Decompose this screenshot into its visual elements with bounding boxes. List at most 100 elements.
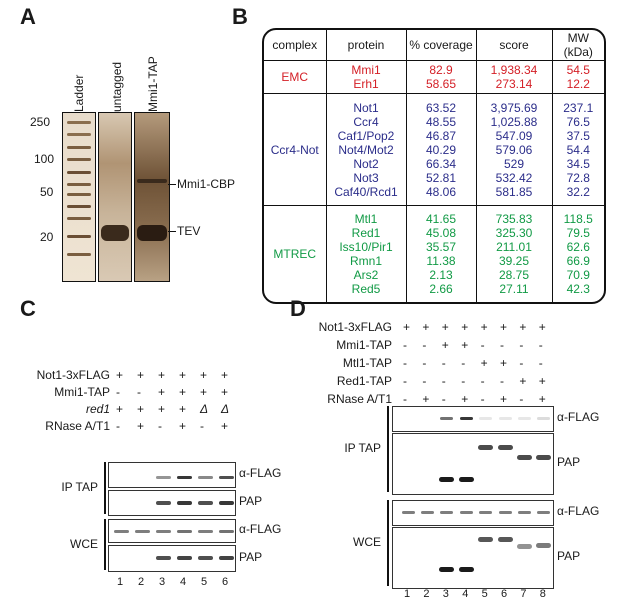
panel-label-b: B bbox=[232, 4, 248, 29]
lane-label-untagged: untagged bbox=[110, 61, 124, 112]
blot-band bbox=[155, 530, 171, 533]
condition-value: - bbox=[137, 385, 141, 399]
condition-value: + bbox=[200, 368, 208, 382]
blot-band bbox=[134, 530, 150, 533]
condition-label: RNase A/T1 bbox=[327, 392, 392, 406]
condition-value: + bbox=[480, 320, 488, 334]
blot-band bbox=[113, 530, 129, 533]
blot-band bbox=[536, 543, 552, 548]
probe-label: α-FLAG bbox=[239, 466, 282, 480]
condition-value: - bbox=[116, 385, 120, 399]
condition-value: + bbox=[422, 320, 430, 334]
condition-value: + bbox=[461, 338, 469, 352]
blot-band bbox=[516, 455, 532, 460]
blot-band bbox=[478, 445, 494, 450]
bracket-wce bbox=[387, 500, 389, 586]
condition-value: + bbox=[519, 320, 527, 334]
blot-band bbox=[537, 511, 551, 514]
blot-band bbox=[176, 556, 192, 560]
blot-panel bbox=[108, 545, 236, 572]
condition-value: - bbox=[403, 356, 407, 370]
blot-band bbox=[218, 476, 234, 479]
blot-band bbox=[155, 501, 171, 505]
condition-value: + bbox=[158, 402, 166, 416]
condition-value: + bbox=[116, 368, 124, 382]
condition-value: - bbox=[480, 374, 485, 388]
blot-band bbox=[439, 477, 455, 482]
blot-band bbox=[155, 556, 171, 560]
lane-number: 2 bbox=[423, 588, 430, 600]
lane-number: 3 bbox=[442, 588, 449, 600]
condition-value: - bbox=[480, 392, 485, 406]
probe-label: PAP bbox=[557, 549, 581, 563]
header-score: score bbox=[475, 30, 552, 61]
gel-untagged-lane bbox=[98, 112, 132, 282]
lane-label-mmi1-tap: Mmi1-TAP bbox=[146, 56, 160, 112]
blot-band bbox=[497, 537, 513, 542]
blot-panel bbox=[392, 527, 554, 589]
condition-value: + bbox=[116, 402, 124, 416]
blot-panel bbox=[108, 490, 236, 516]
probe-label: α-FLAG bbox=[557, 504, 600, 518]
condition-value: - bbox=[422, 356, 427, 370]
blot-band bbox=[218, 501, 234, 505]
lane-number: 1 bbox=[404, 588, 411, 600]
blot-panel bbox=[392, 406, 554, 432]
blot-band bbox=[478, 537, 494, 542]
blot-band bbox=[176, 476, 192, 479]
complex-mtrec: MTREC bbox=[264, 205, 326, 302]
condition-value: + bbox=[500, 320, 508, 334]
section-label-wce: WCE bbox=[353, 535, 381, 549]
marker-20: 20 bbox=[40, 230, 54, 244]
lane-number: 4 bbox=[462, 588, 469, 600]
blot-band bbox=[176, 501, 192, 505]
condition-value: + bbox=[461, 392, 469, 406]
condition-value: + bbox=[158, 368, 166, 382]
condition-value: - bbox=[422, 374, 427, 388]
blot-band bbox=[155, 476, 171, 479]
condition-value: - bbox=[538, 356, 543, 370]
condition-value: + bbox=[221, 385, 229, 399]
marker-50: 50 bbox=[40, 185, 54, 199]
condition-value: + bbox=[179, 402, 187, 416]
condition-value: + bbox=[137, 402, 145, 416]
bracket-wce bbox=[104, 519, 106, 570]
blot-band bbox=[517, 417, 531, 420]
bracket-ip bbox=[387, 406, 389, 492]
blot-band bbox=[401, 511, 415, 514]
blot-band bbox=[498, 511, 512, 514]
condition-value: + bbox=[403, 320, 411, 334]
annotation-tev: TEV bbox=[177, 224, 201, 238]
condition-value: + bbox=[538, 374, 546, 388]
condition-label: red1 bbox=[85, 402, 110, 416]
condition-label: Not1-3xFLAG bbox=[36, 368, 110, 382]
marker-250: 250 bbox=[30, 115, 51, 129]
condition-label: Mtl1-TAP bbox=[342, 356, 392, 370]
condition-value: - bbox=[500, 374, 504, 388]
lane-number: 3 bbox=[159, 576, 166, 588]
condition-value: - bbox=[519, 338, 524, 352]
condition-value: - bbox=[461, 374, 466, 388]
condition-value: Δ bbox=[221, 402, 230, 416]
condition-value: - bbox=[422, 338, 427, 352]
section-label-ip: IP TAP bbox=[344, 441, 381, 455]
blot-panel bbox=[392, 500, 554, 526]
condition-value: - bbox=[519, 356, 524, 370]
condition-label: RNase A/T1 bbox=[45, 419, 110, 433]
blot-band bbox=[498, 417, 512, 420]
header-mw: MW(kDa) bbox=[551, 30, 604, 61]
condition-label: Not1-3xFLAG bbox=[318, 320, 392, 334]
blot-band bbox=[516, 544, 532, 549]
lane-label-ladder: Ladder bbox=[72, 74, 86, 112]
panel-label-c: C bbox=[20, 296, 36, 321]
condition-value: - bbox=[403, 338, 407, 352]
blot-band bbox=[479, 511, 493, 514]
condition-value: + bbox=[179, 368, 187, 382]
condition-value: - bbox=[500, 338, 504, 352]
marker-100: 100 bbox=[34, 152, 55, 166]
condition-value: - bbox=[538, 338, 543, 352]
header-protein: protein bbox=[325, 30, 406, 61]
condition-value: + bbox=[480, 356, 488, 370]
condition-value: + bbox=[538, 392, 546, 406]
condition-value: - bbox=[403, 392, 407, 406]
